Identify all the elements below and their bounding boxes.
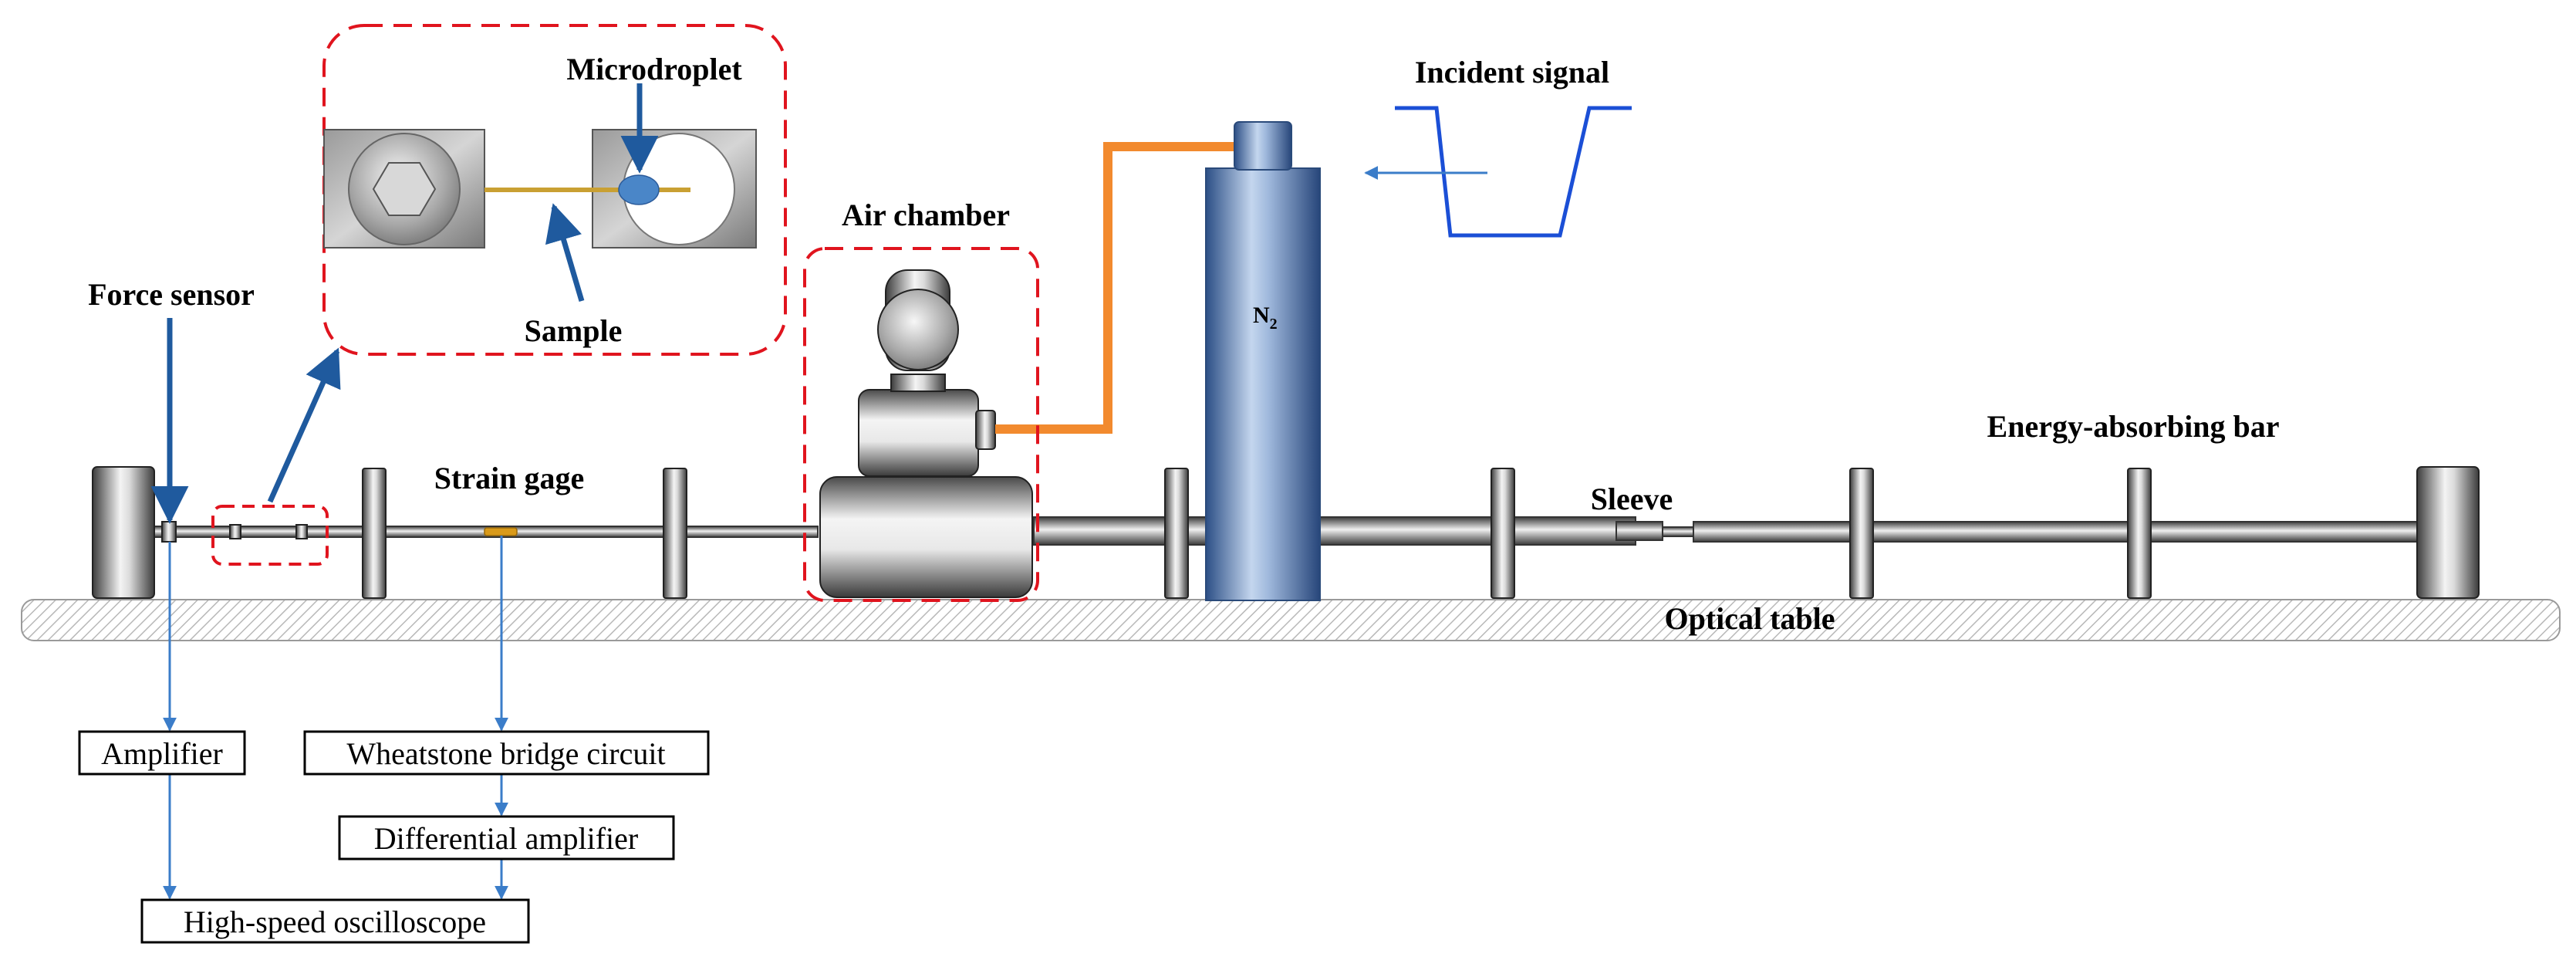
incident-signal-waveform (1395, 106, 1632, 238)
n2-cylinder-body (1205, 167, 1321, 601)
force-sensor-label: Force sensor (88, 277, 255, 312)
microdroplet-label: Microdroplet (566, 52, 742, 86)
fixture (229, 524, 241, 539)
support (1164, 468, 1189, 599)
support (1849, 468, 1874, 599)
sample-arrow (545, 203, 585, 302)
bar-supports (362, 468, 2152, 599)
striker-bar (1033, 516, 1636, 546)
strain-gage (484, 527, 518, 536)
differential-amplifier-box (338, 815, 675, 860)
optical-table-label: Optical table (1664, 601, 1835, 636)
amplifier-label: Amplifier (101, 736, 223, 771)
energy-absorbing-bar-label: Energy-absorbing bar (1987, 409, 2280, 444)
n2-cylinder-neck (1234, 121, 1292, 171)
optical-table (21, 599, 2561, 641)
air-chamber-dashed-box (803, 247, 1039, 602)
air-chamber-gun (819, 269, 1033, 598)
gun-chamber (819, 476, 1033, 598)
left-end-block (92, 466, 155, 599)
fixture (295, 524, 308, 539)
hexagon-nut (372, 162, 437, 216)
oscilloscope-box (140, 898, 530, 944)
wheatstone-box (303, 730, 710, 776)
support (1491, 468, 1515, 599)
wheatstone-label: Wheatstone bridge circuit (346, 736, 665, 771)
n2-label: N2 (1253, 303, 1278, 333)
sample-label: Sample (525, 313, 623, 348)
air-chamber-label: Air chamber (842, 198, 1010, 232)
gun-port (975, 410, 996, 450)
gas-pipe (995, 142, 1234, 434)
gun-valve (858, 389, 979, 477)
gun-neck (890, 374, 946, 392)
differential-amplifier-label: Differential amplifier (374, 821, 638, 856)
right-end-block (2416, 466, 2480, 599)
amplifier-box (78, 730, 246, 776)
bar-system (154, 516, 2419, 546)
support (663, 468, 687, 599)
strain-gage-label: Strain gage (434, 461, 584, 495)
specimen-dashed-box (211, 505, 329, 566)
incident-signal-label: Incident signal (1415, 55, 1609, 90)
energy-absorbing-bar (1693, 521, 2419, 543)
sleeve-rod (1662, 526, 1694, 537)
n2-cylinder: N2 (1205, 121, 1321, 601)
force-sensor-body (161, 521, 177, 543)
support (2127, 468, 2152, 599)
support (362, 468, 387, 599)
microdroplet (618, 174, 660, 205)
oscilloscope-label: High-speed oscilloscope (184, 904, 486, 939)
sleeve (1615, 521, 1663, 541)
sleeve-label: Sleeve (1591, 482, 1673, 516)
gun-knob (877, 289, 959, 370)
zoom-arrow (267, 347, 341, 503)
